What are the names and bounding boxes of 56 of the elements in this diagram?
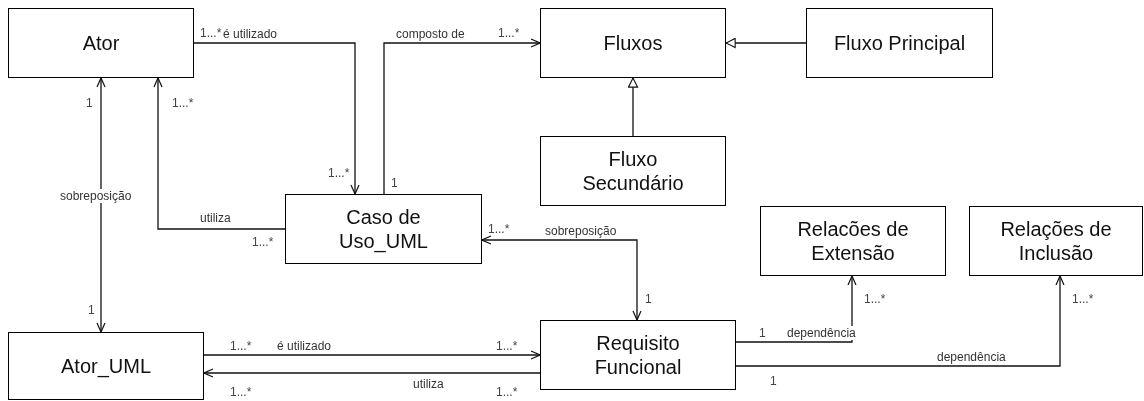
arrow (735, 275, 857, 343)
class-box (969, 206, 1143, 276)
multiplicity-label: 1...* (230, 385, 252, 399)
class-name: Fluxo Principal (833, 31, 966, 55)
multiplicity-label: 1...* (1072, 292, 1094, 306)
class-name: Fluxo Secundário (581, 147, 685, 195)
class-name: Ator_UML (61, 354, 151, 378)
class-name: Caso de Uso_UML (338, 205, 429, 253)
class-box (806, 8, 993, 78)
class-name: Relações de Inclusão (999, 217, 1113, 265)
edge-label: sobreposição (544, 224, 618, 238)
multiplicity-label: 1...* (172, 96, 194, 110)
multiplicity-label: 1...* (496, 385, 518, 399)
multiplicity-label: 1 (759, 326, 766, 340)
multiplicity-label: 1 (86, 96, 93, 110)
multiplicity-label: 1 (645, 292, 652, 306)
arrow (735, 275, 1065, 367)
multiplicity-label: 1...* (252, 235, 274, 249)
class-name: Fluxos (603, 31, 663, 55)
class-box (8, 8, 194, 78)
class-name: Ator (82, 31, 120, 55)
arrow (203, 350, 541, 360)
class-name: Requisito Funcional (593, 331, 683, 379)
class-box (540, 136, 726, 206)
multiplicity-label: 1 (770, 374, 777, 388)
multiplicity-label: 1 (88, 303, 95, 317)
arrow (383, 38, 541, 195)
multiplicity-label: 1...* (496, 339, 518, 353)
class-box (540, 8, 726, 78)
arrow (193, 42, 360, 195)
multiplicity-label: 1...* (488, 222, 510, 236)
edge-label: é utilizado (222, 27, 279, 41)
edge-label: utiliza (199, 211, 232, 225)
arrow (203, 368, 541, 378)
class-box (8, 332, 204, 400)
edge-label: dependência (786, 326, 857, 340)
class-name: Relacões de Extensão (796, 217, 910, 265)
class-box (285, 194, 482, 264)
class-box (540, 320, 736, 390)
double-arrow (96, 77, 106, 333)
generalization-arrow (725, 37, 807, 49)
edge-label: dependência (936, 350, 1007, 364)
multiplicity-label: 1...* (200, 26, 222, 40)
edge-label: é utilizado (276, 339, 333, 353)
multiplicity-label: 1...* (230, 339, 252, 353)
edge-label: composto de (395, 27, 466, 41)
multiplicity-label: 1...* (498, 26, 520, 40)
edge-label: utiliza (412, 377, 445, 391)
class-box (760, 206, 946, 276)
edge-label: sobreposição (59, 189, 133, 203)
multiplicity-label: 1 (391, 176, 398, 190)
double-arrow (481, 235, 642, 321)
multiplicity-label: 1...* (328, 166, 350, 180)
generalization-arrow (627, 77, 639, 137)
multiplicity-label: 1...* (864, 292, 886, 306)
arrow (153, 77, 286, 230)
